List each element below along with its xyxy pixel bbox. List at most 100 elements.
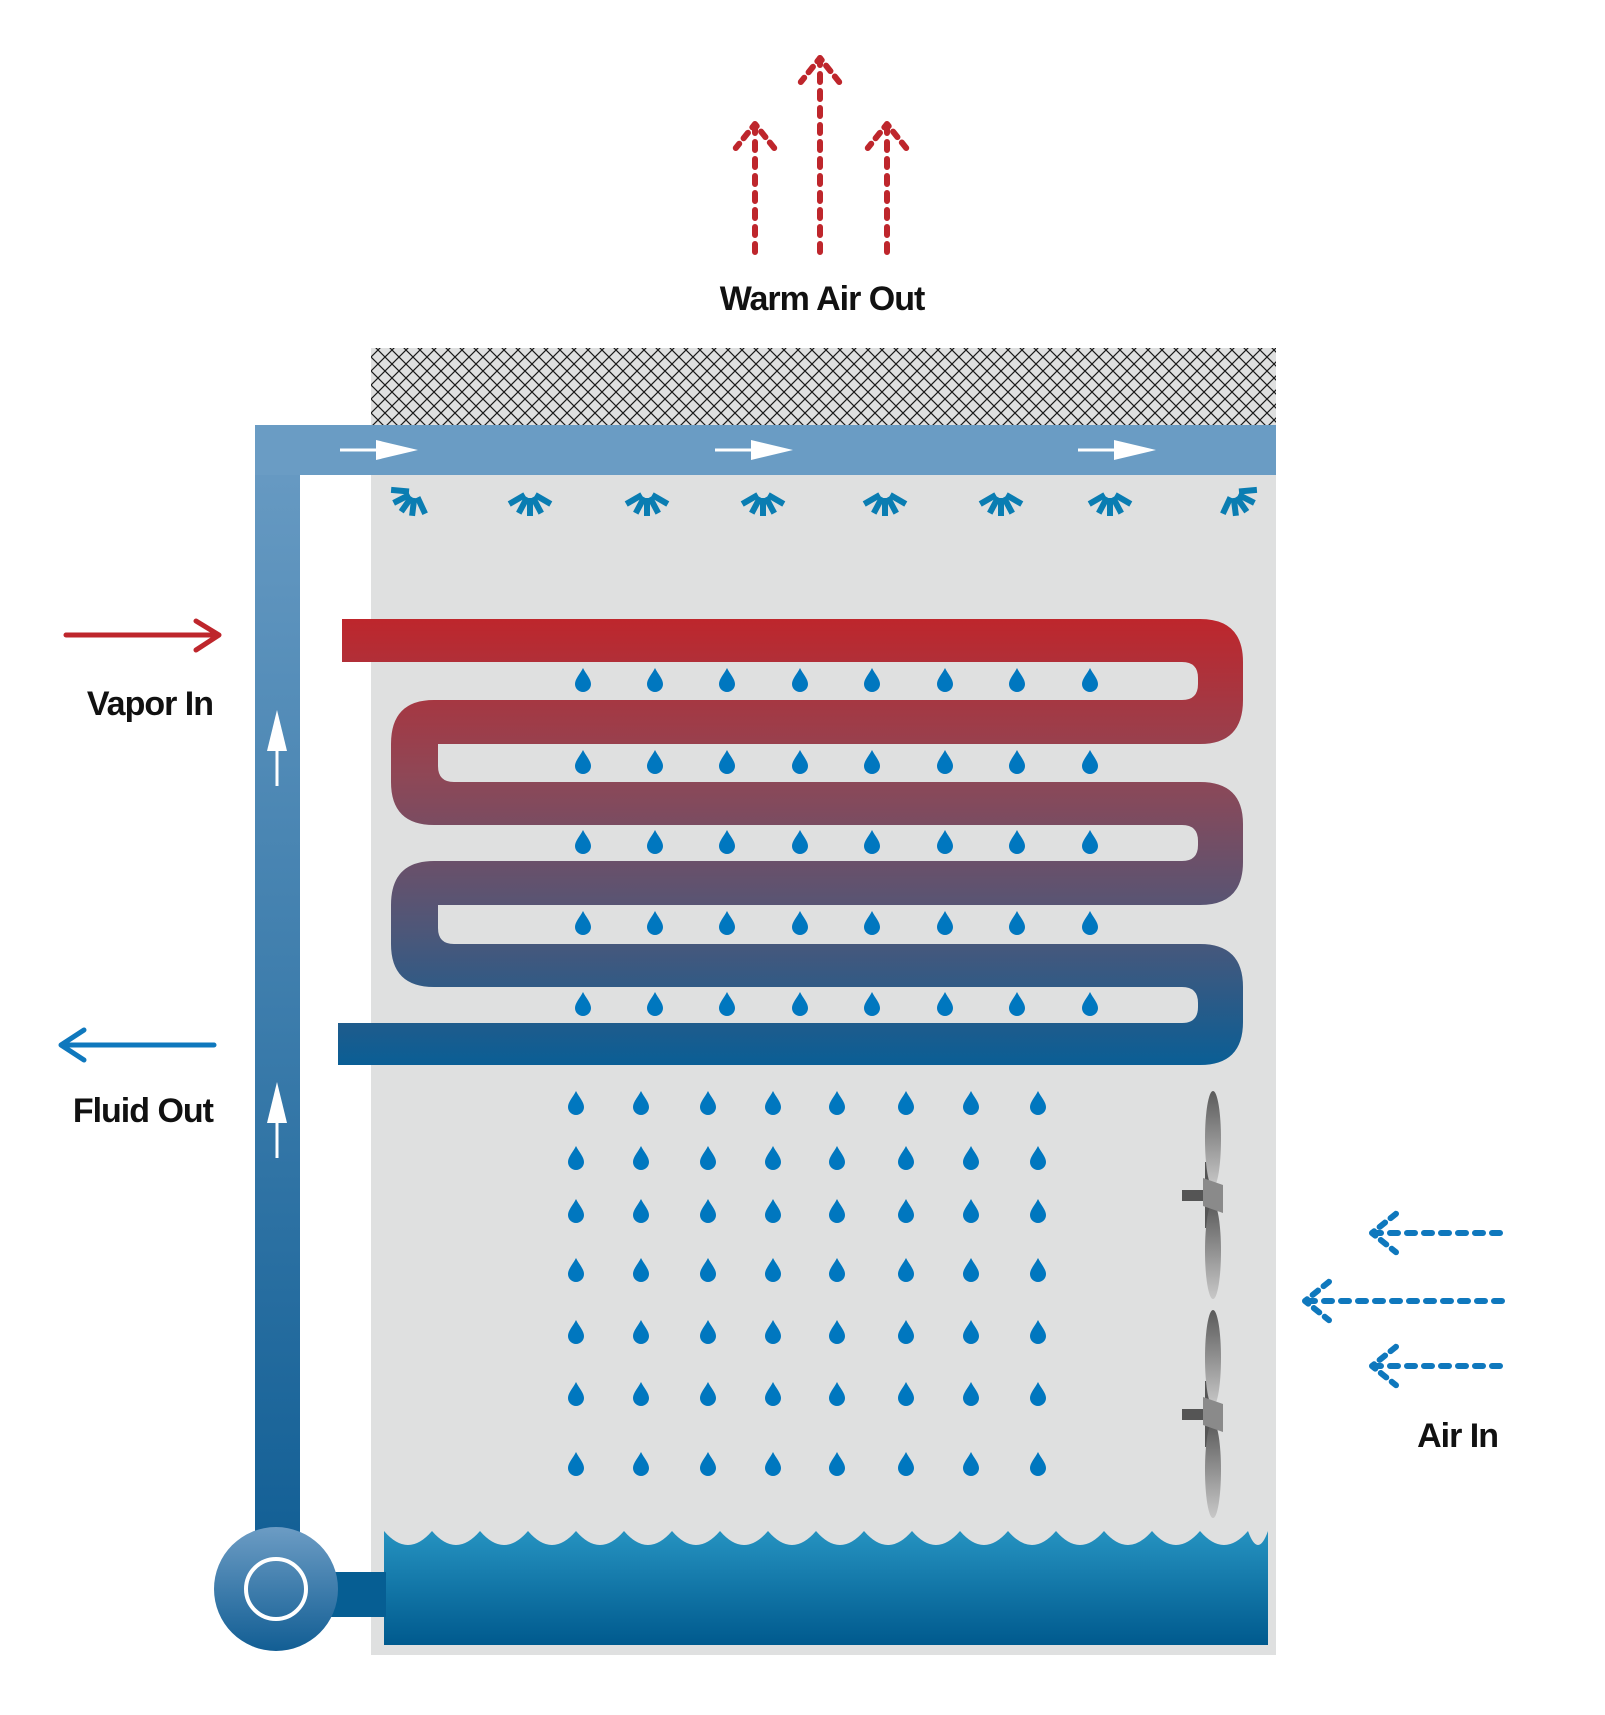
water-droplet-icon [864,830,880,854]
water-droplet-icon [633,1091,649,1115]
water-droplet-icon [575,911,591,935]
water-droplet-icon [898,1199,914,1223]
header-arrow-icon [1078,440,1156,460]
water-droplet-icon [1009,668,1025,692]
water-droplet-icon [963,1091,979,1115]
fluid-out-label: Fluid Out [73,1092,214,1130]
water-droplet-icon [575,750,591,774]
water-droplet-icon [937,911,953,935]
dashed-arrow-icon [864,121,910,255]
water-droplet-icon [765,1320,781,1344]
water-droplet-icon [765,1452,781,1476]
spray-nozzle-icon [740,492,786,516]
water-droplet-icon [1009,911,1025,935]
vapor-in-label: Vapor In [87,685,213,723]
water-droplet-icon [568,1382,584,1406]
header-arrow-icon [715,440,793,460]
water-droplet-icon [700,1452,716,1476]
up-arrow-icon [267,1082,287,1158]
water-droplet-icon [647,911,663,935]
water-droplet-icon [568,1452,584,1476]
air-in-label: Air In [1417,1417,1498,1455]
water-droplet-icon [633,1452,649,1476]
water-droplet-icon [647,992,663,1016]
water-droplet-icon [700,1091,716,1115]
vapor-in-arrow-icon [63,618,222,653]
water-droplet-icon [700,1258,716,1282]
water-droplet-icon [700,1199,716,1223]
water-droplet-icon [898,1382,914,1406]
water-droplet-icon [937,992,953,1016]
water-droplet-icon [937,668,953,692]
water-droplet-icon [829,1258,845,1282]
water-droplet-icon [700,1146,716,1170]
riser-pipe [255,425,300,1555]
water-droplet-icon [1082,668,1098,692]
header-arrow-icon [340,440,418,460]
water-droplet-icon [1082,992,1098,1016]
water-droplet-icon [647,750,663,774]
dashed-arrow-icon [1302,1278,1505,1324]
water-droplet-icon [898,1258,914,1282]
water-droplet-icon [633,1258,649,1282]
spray-nozzle-icon [624,492,670,516]
pump [214,1527,338,1651]
dashed-arrow-icon [732,121,778,255]
water-droplet-icon [568,1146,584,1170]
water-droplet-icon [1030,1258,1046,1282]
water-droplet-icon [792,911,808,935]
water-droplet-icon [1082,830,1098,854]
up-arrow-icon [267,710,287,786]
spray-nozzle-icon [390,486,428,517]
water-droplet-icon [765,1382,781,1406]
spray-nozzle-icon [978,492,1024,516]
water-droplet-icon [864,911,880,935]
water-droplet-icon [792,750,808,774]
water-droplet-icon [633,1146,649,1170]
water-droplet-icon [898,1091,914,1115]
water-droplet-icon [765,1199,781,1223]
water-droplet-icon [792,668,808,692]
water-droplet-icon [1009,750,1025,774]
water-droplet-icon [963,1382,979,1406]
water-droplet-icon [792,830,808,854]
warm-air-out-arrows [732,55,910,255]
water-droplet-icon [963,1258,979,1282]
air-in-arrows [1302,1210,1505,1389]
water-droplet-icon [700,1382,716,1406]
water-droplet-icon [575,992,591,1016]
water-droplet-icon [575,830,591,854]
dashed-arrow-icon [1369,1210,1503,1256]
water-droplet-icon [1009,992,1025,1016]
water-droplet-icon [719,750,735,774]
water-droplet-icon [568,1258,584,1282]
water-droplet-icon [1030,1091,1046,1115]
water-droplet-icon [963,1199,979,1223]
water-droplet-icon [829,1382,845,1406]
spray-nozzle-icon [1220,486,1258,517]
water-droplet-icon [568,1320,584,1344]
water-droplet-icon [829,1146,845,1170]
water-droplet-icon [719,992,735,1016]
water-droplet-icon [1082,750,1098,774]
water-droplet-icon [829,1320,845,1344]
water-droplet-icon [575,668,591,692]
spray-nozzle-icon [507,492,553,516]
dashed-arrow-icon [797,55,843,255]
water-droplet-icon [1030,1382,1046,1406]
water-droplet-icon [937,750,953,774]
water-droplet-icon [864,750,880,774]
water-droplet-icon [963,1146,979,1170]
dashed-arrow-icon [1369,1343,1503,1389]
water-droplet-icon [864,992,880,1016]
header-flow-arrows [340,440,1156,460]
water-droplet-icon [765,1091,781,1115]
water-droplet-icon [829,1091,845,1115]
water-droplet-icon [765,1258,781,1282]
coil-droplets [575,668,1098,1016]
water-droplet-icon [633,1320,649,1344]
water-droplet-icon [1030,1199,1046,1223]
water-droplet-icon [829,1199,845,1223]
water-droplet-icon [792,992,808,1016]
spray-nozzle-icon [1087,492,1133,516]
